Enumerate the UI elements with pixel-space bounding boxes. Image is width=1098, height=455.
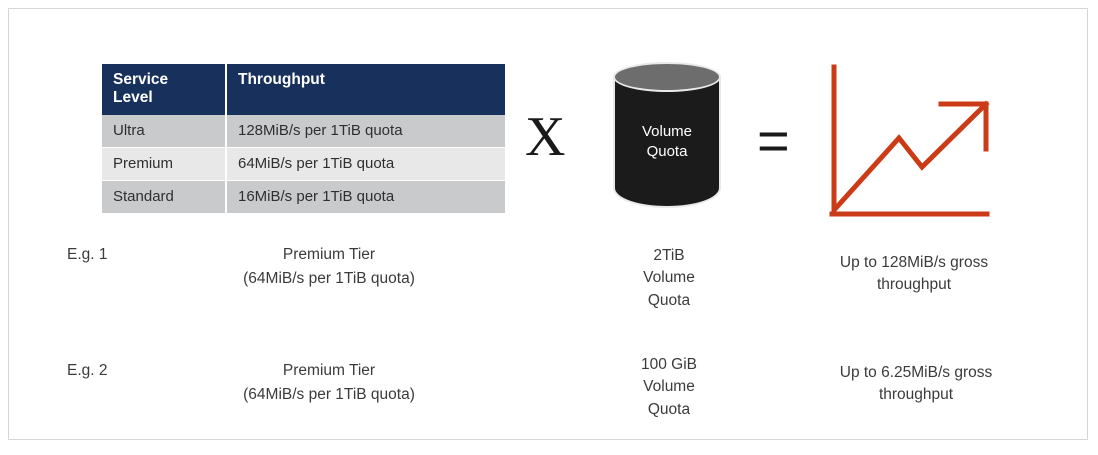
example-1-label: E.g. 1 (67, 246, 108, 263)
example-2-result: Up to 6.25MiB/s gross throughput (821, 362, 1011, 407)
example-2-result-line1: Up to 6.25MiB/s gross (839, 364, 993, 381)
example-1-tier-line2: (64MiB/s per 1TiB quota) (243, 270, 415, 288)
example-1-tier-line1: Premium Tier (282, 246, 376, 263)
cylinder-label-line2: Quota (646, 143, 688, 161)
example-2-result-line2: throughput (878, 386, 954, 404)
column-header-service-level-line1: Service (113, 71, 169, 88)
column-header-throughput-line1: Throughput (238, 71, 325, 88)
cylinder-label: Volume Quota (613, 122, 721, 163)
cell-throughput: 64MiB/s per 1TiB quota (226, 147, 505, 181)
chart-data-line (831, 100, 990, 213)
line-chart-graphic (829, 64, 990, 217)
equals-operator-icon: = (757, 109, 790, 172)
table-row: Premium 64MiB/s per 1TiB quota (102, 147, 505, 181)
column-header-throughput: Throughput (226, 64, 505, 115)
diagram-frame: Service Level Throughput Ultra 128MiB/s … (8, 8, 1088, 440)
cylinder-label-line1: Volume (641, 123, 693, 140)
example-2-tier: Premium Tier (64MiB/s per 1TiB quota) (169, 359, 489, 407)
example-1-tier: Premium Tier (64MiB/s per 1TiB quota) (169, 243, 489, 291)
example-1-quota-line2: Volume (643, 269, 695, 287)
example-2-quota-line1: 100 GiB (640, 356, 697, 373)
cell-service-level: Ultra (102, 114, 227, 148)
cell-throughput: 128MiB/s per 1TiB quota (226, 114, 505, 148)
table-header-row: Service Level Throughput (102, 64, 505, 115)
multiply-operator-icon: X (525, 106, 566, 168)
example-2-label: E.g. 2 (67, 362, 108, 379)
example-1-result: Up to 128MiB/s gross throughput (825, 252, 1003, 297)
cylinder-body (613, 76, 721, 208)
example-2-tier-line1: Premium Tier (282, 362, 376, 379)
column-header-service-level: Service Level (102, 64, 227, 115)
table-row: Ultra 128MiB/s per 1TiB quota (102, 114, 505, 148)
example-2-quota-line2: Volume (643, 378, 695, 396)
cylinder-top-ellipse (613, 62, 721, 92)
service-level-table: Service Level Throughput Ultra 128MiB/s … (102, 64, 505, 214)
cell-service-level: Standard (102, 180, 227, 214)
example-1-result-line2: throughput (876, 276, 952, 294)
example-1-quota-line1: 2TiB (653, 247, 685, 264)
cell-service-level: Premium (102, 147, 227, 181)
example-2-tier-line2: (64MiB/s per 1TiB quota) (243, 386, 415, 404)
example-2-quota: 100 GiB Volume Quota (617, 354, 721, 421)
example-2-quota-line3: Quota (647, 400, 691, 418)
example-1-quota: 2TiB Volume Quota (617, 245, 721, 312)
example-1-result-line1: Up to 128MiB/s gross (839, 254, 989, 271)
cell-throughput: 16MiB/s per 1TiB quota (226, 180, 505, 214)
column-header-service-level-line2: Level (113, 89, 153, 107)
example-1-quota-line3: Quota (647, 291, 691, 309)
volume-quota-cylinder: Volume Quota (613, 62, 721, 220)
table-row: Standard 16MiB/s per 1TiB quota (102, 180, 505, 214)
throughput-chart-icon (821, 61, 997, 225)
